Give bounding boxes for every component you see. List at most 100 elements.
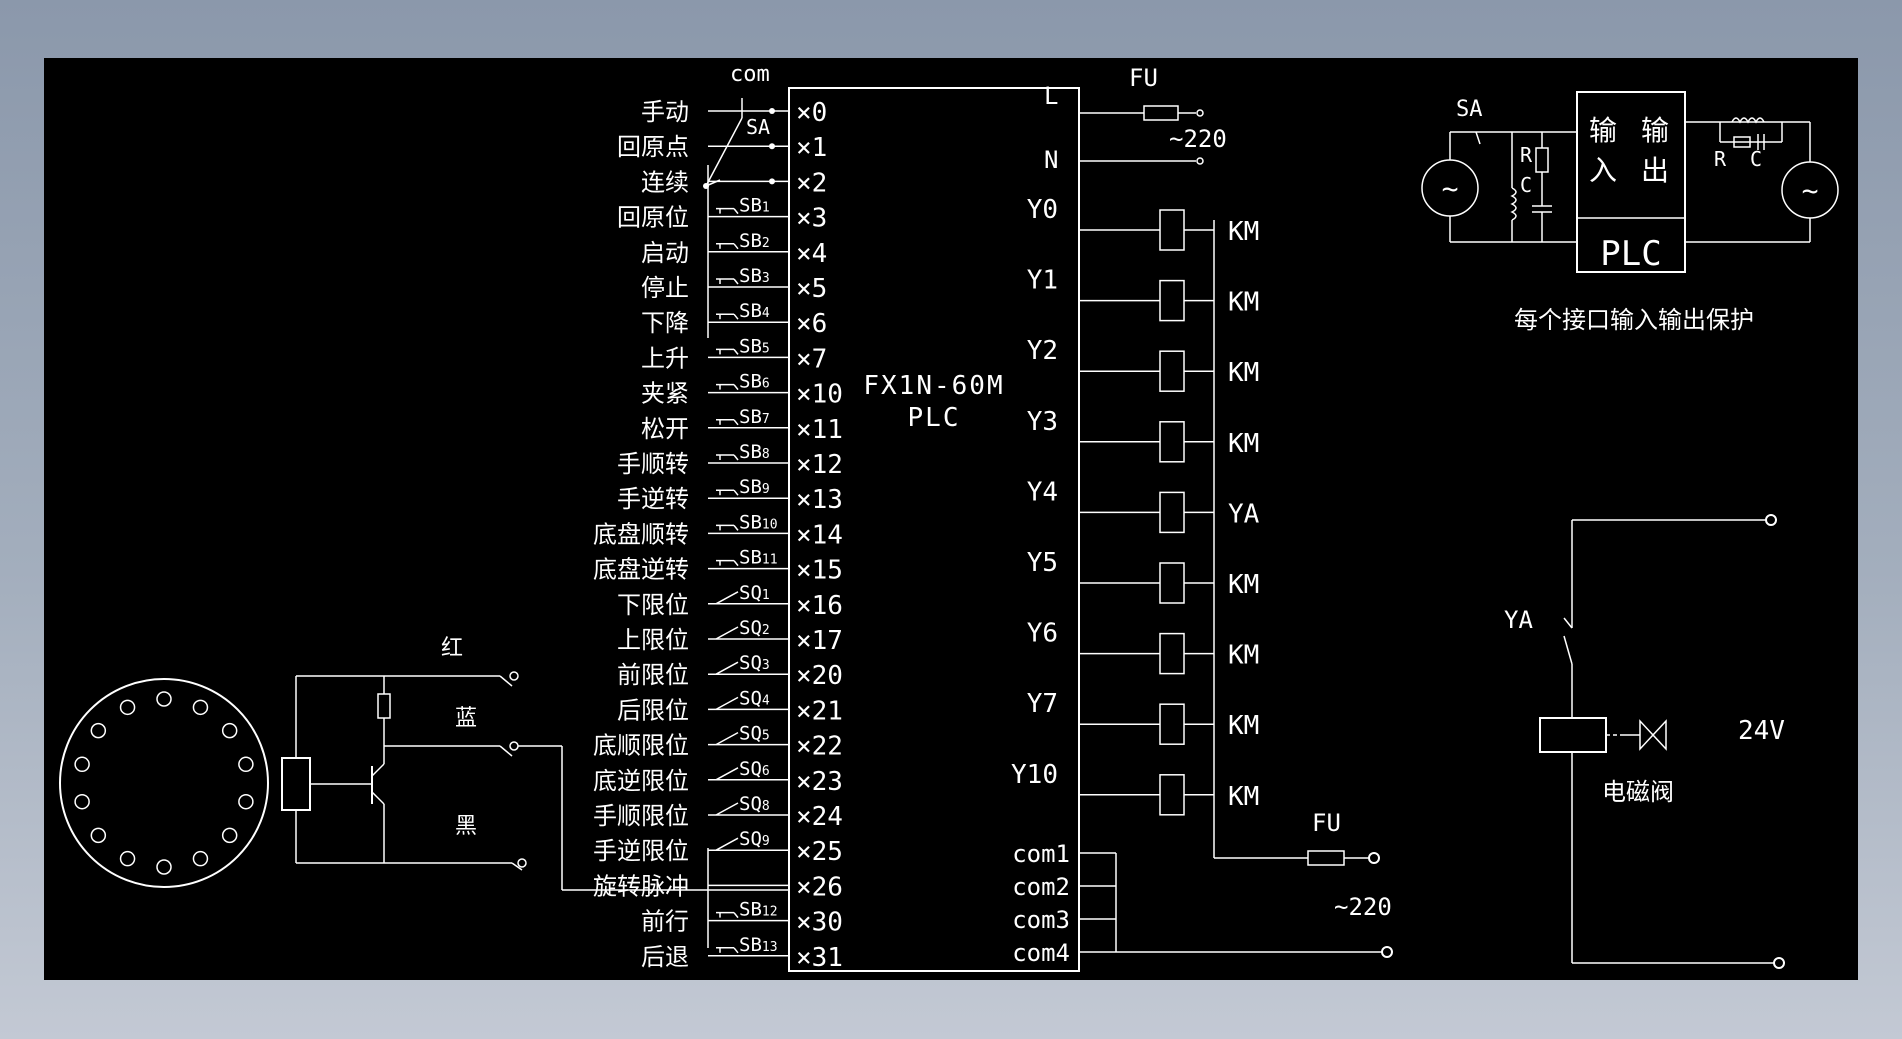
switch-tag: SB3 <box>739 265 770 287</box>
encoder-hole <box>192 850 209 867</box>
output-load: KM <box>1228 429 1259 459</box>
input-label: 前行 <box>641 908 689 936</box>
encoder-hole <box>74 756 90 773</box>
wire-red-label: 红 <box>441 636 463 661</box>
switch-tag: SQ5 <box>739 723 770 745</box>
output-load: KM <box>1228 782 1259 812</box>
valve-voltage: 24V <box>1738 716 1785 746</box>
switch-tag: SB11 <box>739 547 778 569</box>
ac-source-left: ~ <box>1442 172 1459 205</box>
input-port: ×7 <box>796 344 827 374</box>
encoder-sensor: 红 蓝 黑 <box>281 636 789 891</box>
input-port: ×25 <box>796 837 843 867</box>
encoder-holes <box>74 691 254 875</box>
input-port: ×3 <box>796 204 827 234</box>
input-label: 手顺转 <box>617 450 689 478</box>
encoder-hole <box>156 691 172 707</box>
ac-bottom-label: ~220 <box>1334 893 1392 921</box>
output-port: Y0 <box>1027 195 1058 225</box>
input-terminals: 手动×0回原点×1连续×2回原位×3SB1启动×4SB2停止×5SB3下降×6S… <box>593 98 843 973</box>
switch-tag: SQ3 <box>739 652 770 674</box>
input-row: 手顺转 ×12 SB8 <box>617 441 843 480</box>
switch-tag: SQ9 <box>739 828 770 850</box>
input-port: ×1 <box>796 133 827 163</box>
output-load: KM <box>1228 288 1259 318</box>
input-row: 前行 ×30 SB12 <box>641 899 843 938</box>
input-label: 松开 <box>641 415 689 443</box>
coil <box>1159 421 1185 463</box>
prot-plc-label: PLC <box>1600 234 1661 274</box>
terminal-N: N <box>1044 146 1058 174</box>
protection-caption: 每个接口输入输出保护 <box>1514 306 1754 334</box>
output-port: Y7 <box>1027 689 1058 719</box>
input-row: 手动×0 <box>641 98 827 128</box>
input-port: ×24 <box>796 802 843 832</box>
input-label: 旋转脉冲 <box>593 872 689 900</box>
input-label: 后退 <box>641 943 689 971</box>
plc-type-label: PLC <box>908 403 961 433</box>
switch-tag: SB13 <box>739 934 778 956</box>
input-label: 回原点 <box>617 133 689 161</box>
switch-tag: SQ4 <box>739 687 770 709</box>
output-port: Y4 <box>1027 477 1058 507</box>
output-load: KM <box>1228 641 1259 671</box>
plc-block: FX1N-60M PLC <box>788 87 1080 972</box>
input-port: ×23 <box>796 767 843 797</box>
output-port: Y5 <box>1027 548 1058 578</box>
encoder-hole <box>192 699 209 716</box>
input-label: 底逆限位 <box>593 767 689 795</box>
encoder-hole <box>90 722 107 739</box>
com1-label: com1 <box>1012 840 1070 868</box>
ac-top-label: ~220 <box>1169 125 1227 153</box>
input-label: 后限位 <box>617 696 689 724</box>
plc-model-label: FX1N-60M <box>863 371 1004 401</box>
wire-blue-label: 蓝 <box>455 706 477 731</box>
input-row: 回原点 ×1 <box>617 133 827 163</box>
switch-tag: SB7 <box>739 406 770 428</box>
input-port: ×5 <box>796 274 827 304</box>
input-port: ×21 <box>796 696 843 726</box>
ac-source-right: ~ <box>1802 174 1819 207</box>
input-port: ×31 <box>796 943 843 973</box>
output-load: KM <box>1228 358 1259 388</box>
prot-r-in: R <box>1520 143 1533 167</box>
switch-tag: SQ6 <box>739 758 770 780</box>
coil <box>1159 209 1185 251</box>
input-row: 后退 ×31 SB13 <box>641 934 843 973</box>
encoder-hole <box>221 827 238 844</box>
input-label: 底盘逆转 <box>593 556 689 584</box>
fuse-top-label: FU <box>1129 64 1158 92</box>
encoder-hole <box>221 722 238 739</box>
input-port: ×4 <box>796 239 827 269</box>
switch-tag: SB6 <box>739 371 770 393</box>
switch-tag: SB8 <box>739 441 770 463</box>
encoder-hole <box>119 850 136 867</box>
input-port: ×10 <box>796 380 843 410</box>
prot-output-1: 输 <box>1641 114 1669 147</box>
coil <box>1159 350 1185 392</box>
encoder-hole <box>156 859 172 875</box>
switch-tag: SB12 <box>739 899 778 921</box>
input-label: 夹紧 <box>641 380 689 408</box>
input-port: ×20 <box>796 661 843 691</box>
valve-ya-label: YA <box>1504 606 1533 634</box>
input-port: ×12 <box>796 450 843 480</box>
plc-wiring-schematic: FX1N-60M PLC com 手动×0回原点×1连续×2回原位×3SB1启动… <box>59 62 1839 973</box>
coil <box>1159 279 1185 322</box>
input-port: ×30 <box>796 908 843 938</box>
